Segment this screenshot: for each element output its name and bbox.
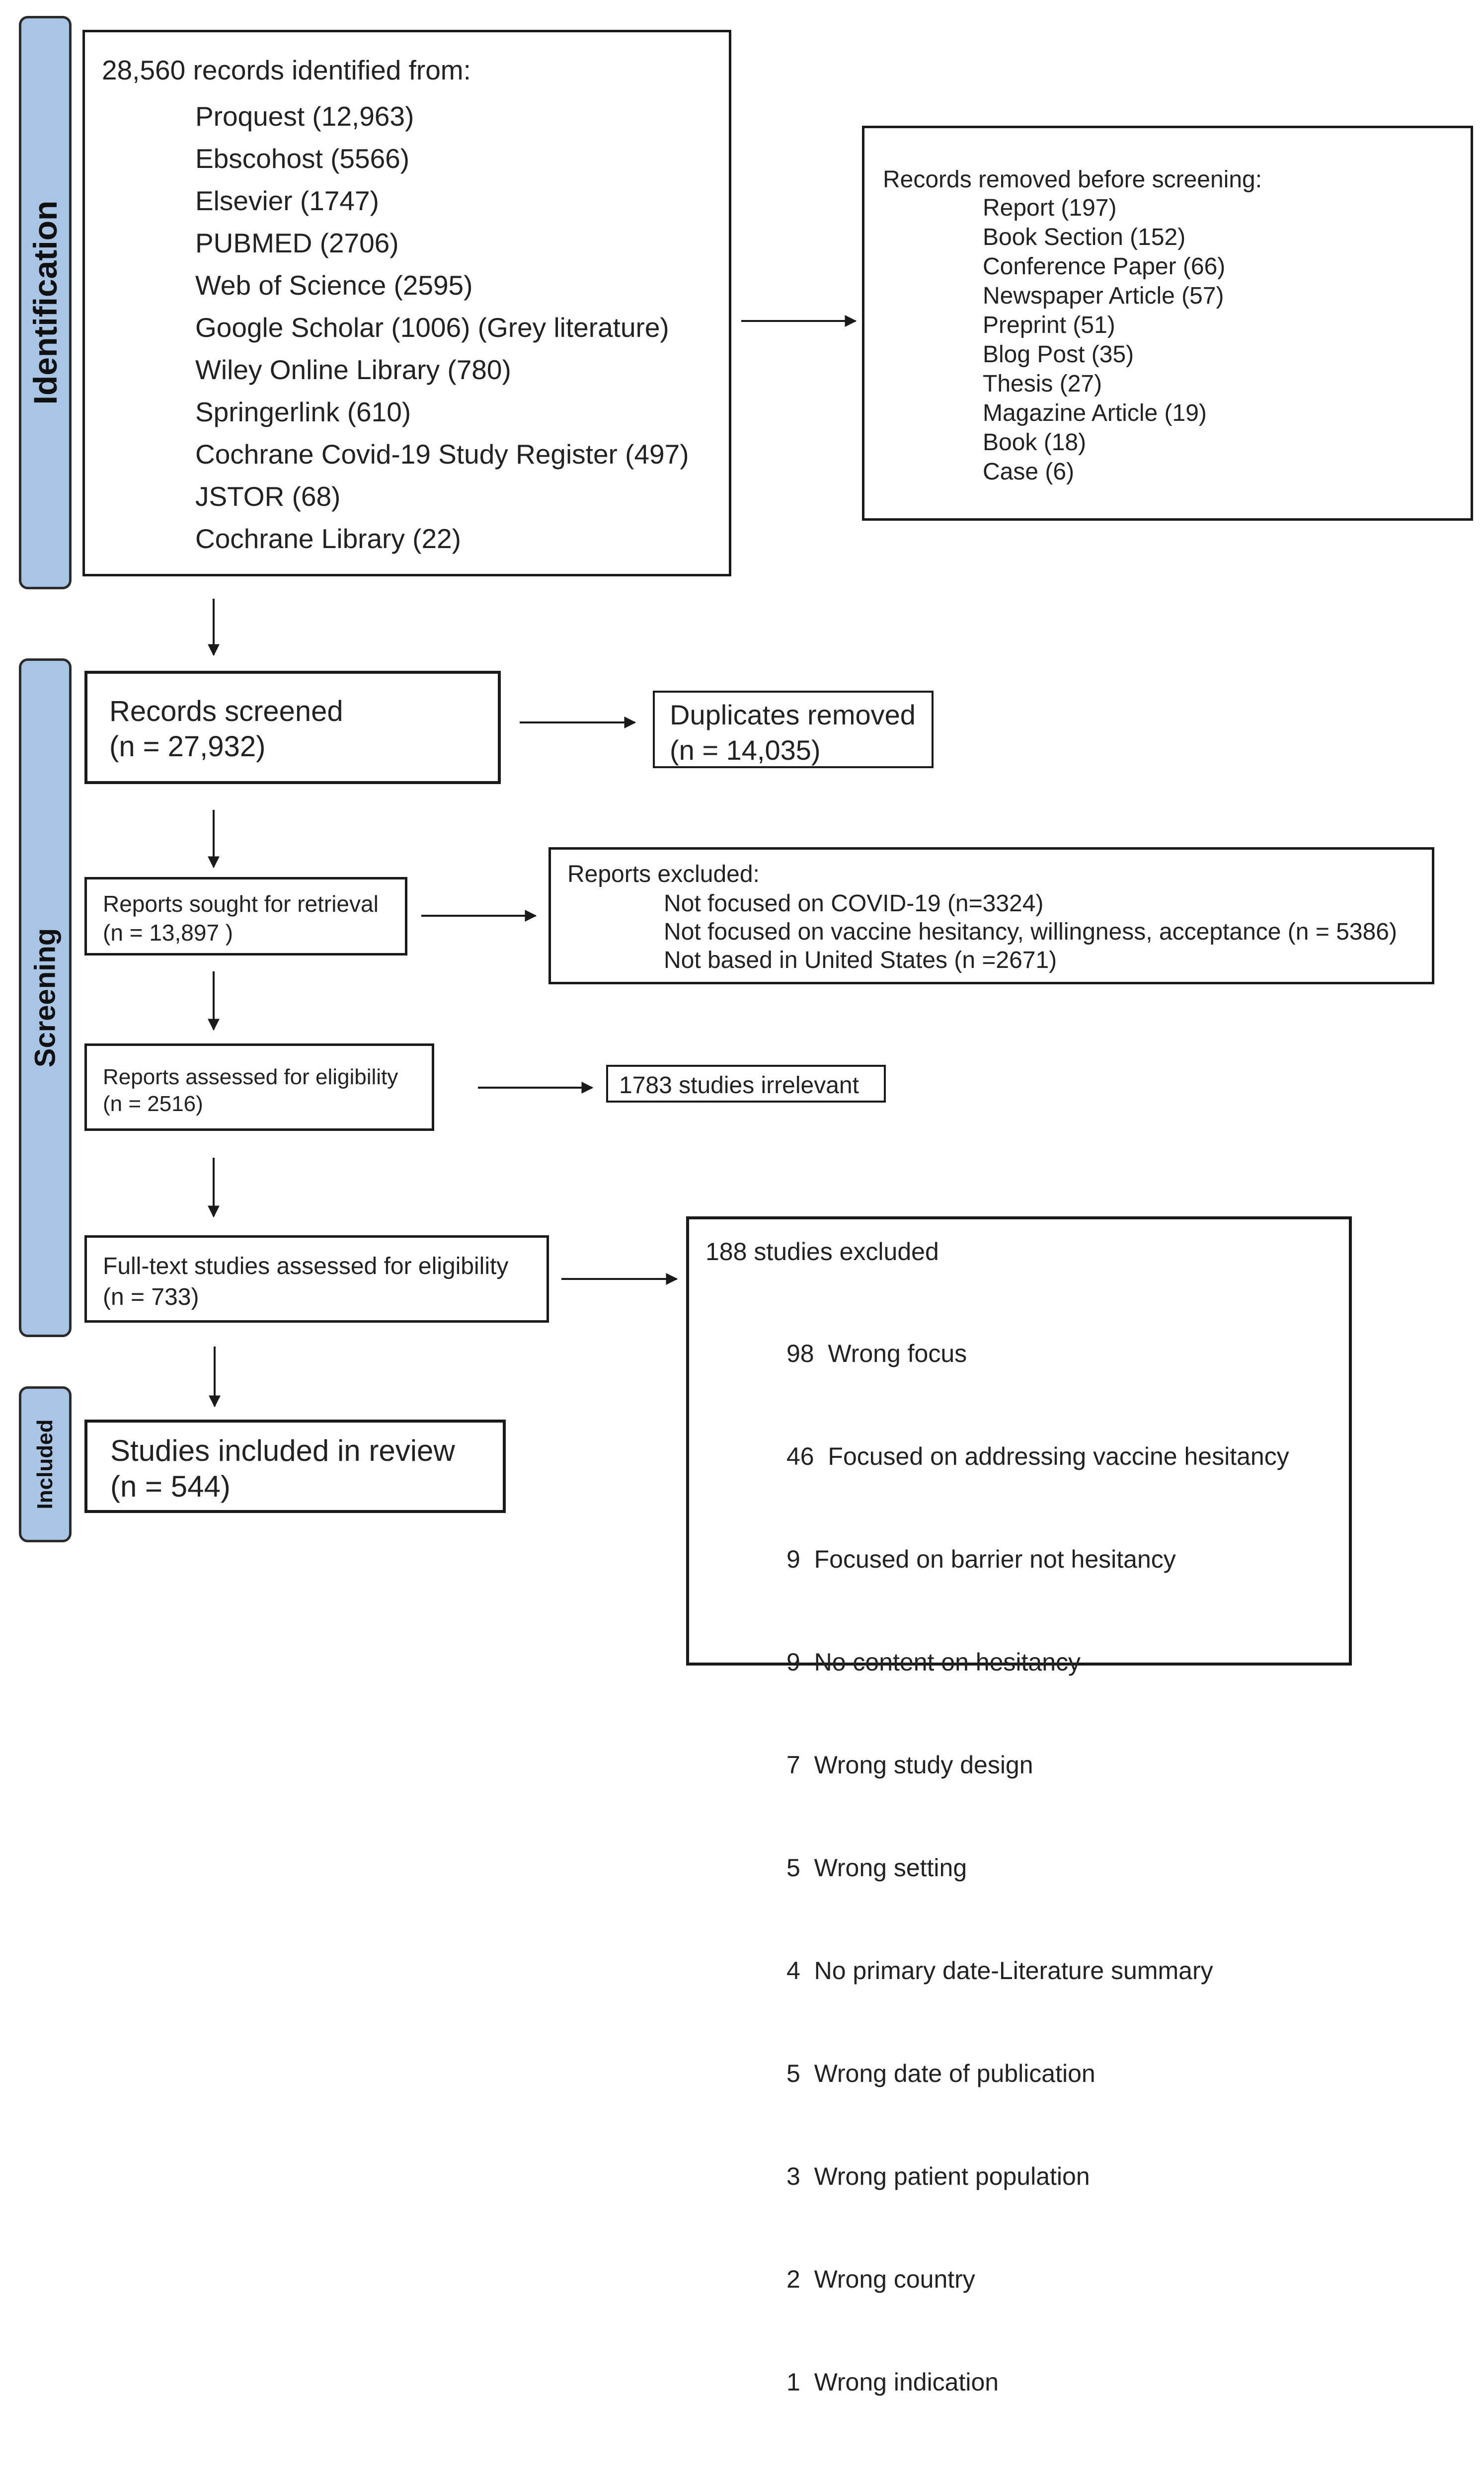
studies-included-label: Studies included in review — [110, 1434, 455, 1467]
source-item: Google Scholar (1006) (Grey literature) — [195, 312, 669, 343]
exclusion-reason-item: 4 No primary date-Literature summary — [786, 1957, 1213, 1985]
removed-type-item: Preprint (51) — [983, 312, 1115, 338]
removed-type-item: Blog Post (35) — [983, 341, 1134, 368]
reports-excluded-item: Not focused on vaccine hesitancy, willin… — [664, 919, 1397, 945]
exclusion-reason-item: 5 Wrong setting — [786, 1854, 967, 1882]
removed-type-item: Magazine Article (19) — [983, 400, 1207, 426]
source-item: Springerlink (610) — [195, 397, 411, 427]
stage-screening: Screening — [19, 658, 72, 1337]
reports-assessed-count: (n = 2516) — [103, 1092, 203, 1116]
removed-type-item: Newspaper Article (57) — [983, 283, 1224, 309]
stage-included: Included — [19, 1386, 72, 1542]
fulltext-assessed-count: (n = 733) — [103, 1284, 199, 1310]
duplicates-removed-label: Duplicates removed — [670, 699, 916, 730]
studies-excluded-heading: 188 studies excluded — [705, 1238, 939, 1266]
records-identified-box: 28,560 records identified from: Proquest… — [82, 30, 731, 576]
exclusion-reason-item: 2 Wrong country — [786, 2265, 975, 2293]
reports-sought-box: Reports sought for retrieval (n = 13,897… — [84, 877, 407, 955]
fulltext-assessed-label: Full-text studies assessed for eligibili… — [103, 1253, 509, 1279]
source-item: Cochrane Covid-19 Study Register (497) — [195, 439, 689, 470]
studies-included-box: Studies included in review (n = 544) — [84, 1420, 506, 1513]
source-item: PUBMED (2706) — [195, 228, 399, 258]
reports-excluded-heading: Reports excluded: — [567, 861, 760, 887]
reports-excluded-item: Not focused on COVID-19 (n=3324) — [664, 890, 1044, 917]
reports-assessed-box: Reports assessed for eligibility (n = 25… — [84, 1043, 434, 1131]
removed-type-item: Conference Paper (66) — [983, 253, 1226, 280]
reports-assessed-label: Reports assessed for eligibility — [103, 1065, 398, 1089]
exclusion-reason-item: 9 No content on hesitancy — [786, 1648, 1081, 1676]
source-item: Cochrane Library (22) — [195, 523, 461, 554]
removed-before-screening-heading: Records removed before screening: — [883, 166, 1262, 193]
removed-type-item: Book Section (152) — [983, 224, 1186, 250]
source-list: Proquest (12,963) Ebscohost (5566) Elsev… — [195, 95, 689, 560]
exclusion-reason-item: 1 Wrong indication — [786, 2368, 999, 2396]
records-identified-heading: 28,560 records identified from: — [102, 55, 471, 85]
reports-sought-count: (n = 13,897 ) — [103, 920, 234, 946]
removed-type-item: Book (18) — [983, 429, 1087, 456]
records-screened-box: Records screened (n = 27,932) — [84, 671, 501, 784]
duplicates-removed-box: Duplicates removed (n = 14,035) — [653, 691, 934, 768]
duplicates-removed-count: (n = 14,035) — [670, 734, 821, 766]
reports-excluded-box: Reports excluded: Not focused on COVID-1… — [548, 847, 1434, 984]
reports-excluded-item: Not based in United States (n =2671) — [664, 947, 1057, 973]
source-item: Wiley Online Library (780) — [195, 354, 511, 385]
removed-before-screening-box: Records removed before screening: Report… — [862, 126, 1473, 521]
removed-type-item: Thesis (27) — [983, 371, 1102, 397]
studies-irrelevant-box: 1783 studies irrelevant — [606, 1065, 886, 1103]
source-item: JSTOR (68) — [195, 481, 341, 512]
exclusion-reason-item: 5 Wrong date of publication — [786, 2060, 1095, 2087]
reports-excluded-list: Not focused on COVID-19 (n=3324) Not foc… — [664, 889, 1397, 974]
records-screened-label: Records screened — [109, 695, 343, 727]
exclusion-reason-item: 3 Wrong patient population — [786, 2162, 1090, 2190]
exclusion-reason-item: 98 Wrong focus — [786, 1340, 967, 1367]
exclusion-reason-item: 7 Wrong study design — [786, 1751, 1033, 1779]
studies-irrelevant-label: 1783 studies irrelevant — [619, 1072, 859, 1099]
removed-type-item: Report (197) — [983, 195, 1117, 221]
fulltext-assessed-box: Full-text studies assessed for eligibili… — [84, 1235, 549, 1323]
removed-type-list: Report (197) Book Section (152) Conferen… — [983, 193, 1225, 486]
exclusion-reason-item: 9 Focused on barrier not hesitancy — [786, 1545, 1176, 1573]
source-item: Ebscohost (5566) — [195, 143, 410, 174]
source-item: Elsevier (1747) — [195, 185, 379, 216]
source-item: Proquest (12,963) — [195, 101, 414, 132]
studies-included-count: (n = 544) — [110, 1470, 231, 1503]
removed-type-item: Case (6) — [983, 459, 1075, 485]
exclusion-reason-item: 46 Focused on addressing vaccine hesitan… — [786, 1442, 1289, 1470]
source-item: Web of Science (2595) — [195, 270, 473, 301]
flow-arrows — [208, 315, 857, 1408]
records-screened-count: (n = 27,932) — [109, 730, 266, 763]
stage-identification: Identification — [19, 16, 72, 589]
reports-sought-label: Reports sought for retrieval — [103, 891, 379, 917]
